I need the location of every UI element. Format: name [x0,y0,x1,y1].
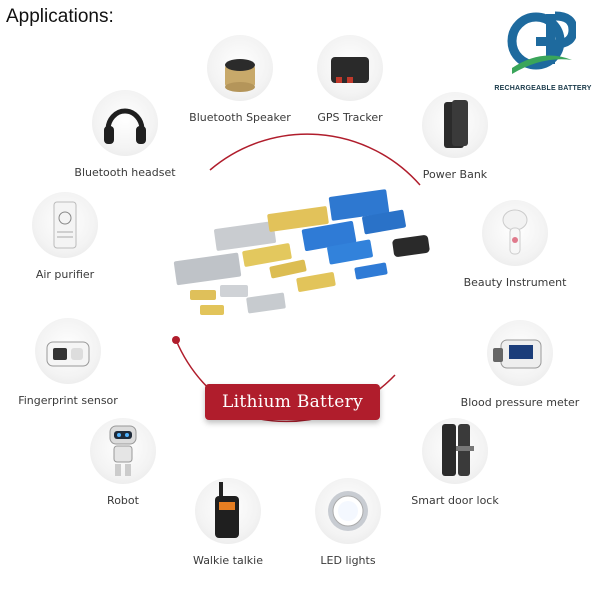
silver-battery-2 [173,252,242,286]
yellow-battery-1 [267,206,329,232]
app-bluetooth-headset: Bluetooth headset [65,90,185,200]
app-label: Bluetooth Speaker [189,111,291,124]
app-air-purifier: Air purifier [5,192,125,302]
fingerprint-sensor-icon [46,341,90,367]
walkie-talkie-icon [215,482,239,538]
app-gps-tracker: GPS Tracker [290,35,410,145]
app-label: LED lights [320,554,376,567]
app-robot: Robot [63,418,183,528]
logo-tagline: RECHARGEABLE BATTERY [494,85,592,92]
app-label: Air purifier [35,268,95,281]
gp-logo-icon [507,11,576,74]
gps-tracker-icon [331,57,369,83]
app-label: Blood pressure meter [460,396,580,409]
yellow-battery-2 [242,243,292,267]
silver-battery-1 [214,221,276,251]
app-label: Power Bank [422,168,488,181]
yellow-battery-5 [190,290,216,300]
app-led-lights: LED lights [288,478,408,588]
lithium-battery-banner: Lithium Battery [205,384,380,420]
battery-cluster [173,189,430,315]
page-heading: Applications: [6,6,114,27]
blue-battery-2 [301,220,357,252]
speaker-icon [225,59,255,92]
silver-battery-3 [220,285,248,297]
app-label: Fingerprint sensor [18,394,118,407]
air-purifier-icon [53,201,77,249]
bluetooth-speaker-bubble [207,35,273,101]
blue-battery-3 [362,209,406,235]
led-light-icon [328,491,368,531]
beauty-instrument-icon [502,209,528,255]
power-bank-icon [444,100,468,148]
app-label: Robot [107,494,139,507]
app-label: GPS Tracker [317,111,383,124]
blood-pressure-meter-icon [493,339,542,369]
yellow-battery-6 [200,305,224,315]
app-power-bank: Power Bank [395,92,515,202]
banner-label: Lithium Battery [222,392,363,412]
headphones-icon [104,108,146,144]
app-label: Beauty Instrument [463,276,567,289]
brand-logo: RECHARGEABLE BATTERY [490,8,596,100]
door-lock-icon [442,424,474,476]
yellow-battery-3 [269,259,307,279]
app-smart-door-lock: Smart door lock [395,418,515,528]
app-label: Walkie talkie [193,554,263,567]
app-fingerprint-sensor: Fingerprint sensor [8,318,128,428]
app-beauty-instrument: Beauty Instrument [455,200,575,310]
blue-battery-4 [327,239,373,265]
silver-battery-4 [246,292,286,314]
app-blood-pressure-meter: Blood pressure meter [460,320,580,430]
yellow-battery-4 [296,272,336,292]
robot-icon [109,425,137,476]
blue-battery-5 [354,262,388,280]
blue-battery-1 [328,189,390,221]
app-label: Smart door lock [411,494,499,507]
app-label: Bluetooth headset [74,166,176,179]
app-walkie-talkie: Walkie talkie [168,478,288,588]
app-bluetooth-speaker: Bluetooth Speaker [180,35,300,145]
black-battery [392,235,430,257]
